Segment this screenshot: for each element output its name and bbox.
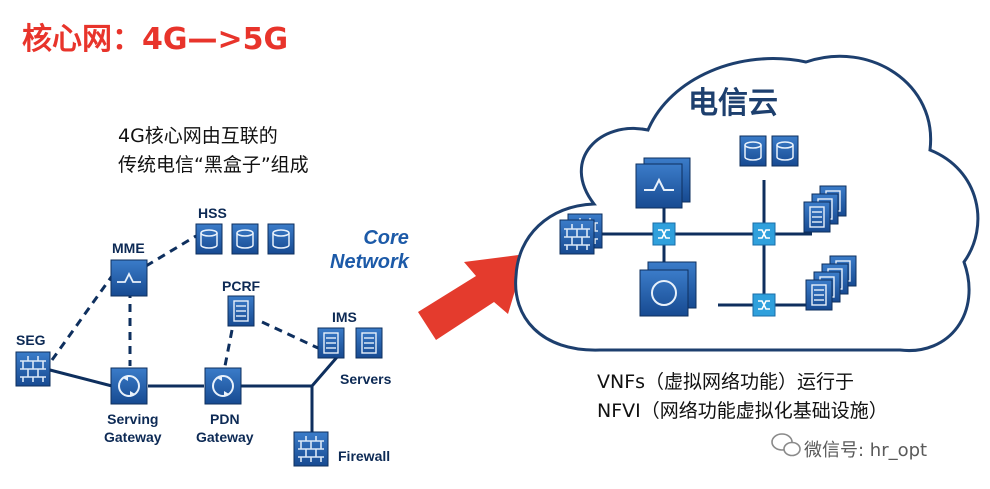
cloud-outline	[514, 54, 980, 353]
pcrf-server-icon	[227, 295, 255, 327]
mme-router-icon	[110, 259, 148, 297]
core-links	[49, 234, 340, 436]
pcrf-label: PCRF	[222, 278, 261, 294]
core-network-label: Core Network	[330, 226, 409, 274]
core-network-label-line1: Core	[363, 227, 409, 249]
ims-server-icons	[317, 327, 383, 359]
nfv-description-line1: VNFs（虚拟网络功能）运行于	[597, 371, 855, 393]
cloud-router-icon	[639, 261, 697, 317]
nfv-description-line2: NFVI（网络功能虚拟化基础设施）	[597, 400, 888, 422]
seg-label: SEG	[16, 332, 46, 348]
serving-gateway-router-icon	[110, 367, 148, 405]
core-network-label-line2: Network	[330, 251, 409, 273]
wechat-icon	[771, 433, 801, 457]
cloud-mme-icon	[635, 157, 691, 209]
cloud-firewall-icon	[559, 213, 603, 255]
hss-database-icons	[195, 223, 295, 255]
ims-label: IMS	[332, 309, 357, 325]
core-description-line2: 传统电信“黑盒子”组成	[118, 154, 309, 176]
cloud-title: 电信云	[688, 86, 778, 121]
arrow-icon	[418, 254, 526, 340]
slide-title: 核心网：4G—>5G	[22, 22, 289, 57]
firewall-label: Firewall	[338, 448, 391, 464]
pdn-gateway-label: PDN Gateway	[196, 410, 254, 446]
serving-gateway-label: Serving Gateway	[104, 410, 162, 446]
seg-firewall-icon	[15, 351, 51, 387]
pdn-gateway-router-icon	[204, 367, 242, 405]
hss-label: HSS	[198, 205, 227, 221]
serving-gateway-label-line1: Serving	[107, 411, 159, 427]
pdn-gateway-label-line2: Gateway	[196, 429, 254, 445]
nfv-description: VNFs（虚拟网络功能）运行于 NFVI（网络功能虚拟化基础设施）	[597, 368, 888, 426]
serving-gateway-label-line2: Gateway	[104, 429, 162, 445]
wechat-watermark: 微信号: hr_opt	[804, 440, 928, 461]
firewall-icon	[293, 431, 329, 467]
servers-label: Servers	[340, 371, 392, 387]
pdn-gateway-label-line1: PDN	[210, 411, 240, 427]
core-description-line1: 4G核心网由互联的	[118, 125, 278, 147]
mme-label: MME	[112, 240, 145, 256]
core-description: 4G核心网由互联的 传统电信“黑盒子”组成	[118, 122, 309, 180]
